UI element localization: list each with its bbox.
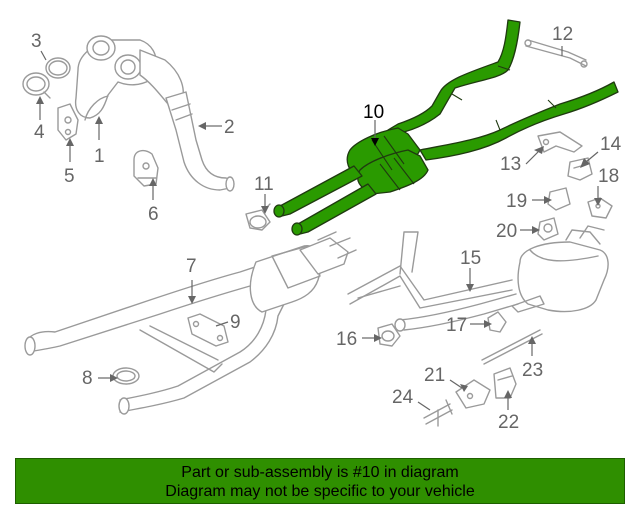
callout-leaders <box>36 46 602 411</box>
callout-1[interactable]: 1 <box>94 146 105 167</box>
info-banner: Part or sub-assembly is #10 in diagram D… <box>15 458 625 504</box>
part-clamp-4[interactable] <box>22 72 51 99</box>
part-bracket-5[interactable] <box>57 103 79 141</box>
callout-8[interactable]: 8 <box>82 368 93 389</box>
callout-15[interactable]: 15 <box>460 248 481 269</box>
part-center-pipe-10-highlighted[interactable] <box>273 19 619 236</box>
callout-17[interactable]: 17 <box>446 315 467 336</box>
banner-line-disclaimer: Diagram may not be specific to your vehi… <box>165 483 475 500</box>
part-bracket-6[interactable] <box>133 149 159 187</box>
part-gasket-3[interactable] <box>45 57 71 79</box>
part-mount-19[interactable] <box>547 187 571 211</box>
part-front-pipe-7[interactable] <box>24 231 357 415</box>
part-mount-22[interactable] <box>493 367 517 399</box>
part-rear-muffler-15[interactable] <box>347 225 609 332</box>
part-exhaust-manifold[interactable] <box>74 35 184 121</box>
part-hanger-12[interactable] <box>524 39 588 68</box>
part-bracket-9[interactable] <box>187 313 229 347</box>
callout-23[interactable]: 23 <box>522 360 543 381</box>
part-downpipe[interactable] <box>165 91 235 192</box>
part-rod-23[interactable] <box>481 329 543 365</box>
callout-6[interactable]: 6 <box>148 204 159 225</box>
part-bolt-24[interactable] <box>423 399 453 427</box>
callout-2[interactable]: 2 <box>224 117 235 138</box>
part-bracket-13[interactable] <box>537 131 583 153</box>
part-clamp-11[interactable] <box>245 203 271 231</box>
callout-20[interactable]: 20 <box>496 221 517 242</box>
exhaust-parts-diagram: 1 2 3 4 5 6 7 8 9 10 11 12 13 14 15 16 1… <box>22 19 622 433</box>
callout-24[interactable]: 24 <box>392 387 414 408</box>
callout-21[interactable]: 21 <box>424 365 445 386</box>
callout-18[interactable]: 18 <box>598 166 619 187</box>
part-mount-17[interactable] <box>487 311 507 333</box>
callout-10-highlighted[interactable]: 10 <box>363 102 384 123</box>
callout-5[interactable]: 5 <box>64 166 75 187</box>
callout-4[interactable]: 4 <box>34 122 45 143</box>
callout-3[interactable]: 3 <box>31 31 42 52</box>
part-mount-20[interactable] <box>537 217 559 241</box>
part-clamp-16[interactable] <box>377 323 401 347</box>
callout-9[interactable]: 9 <box>230 312 241 333</box>
callout-16[interactable]: 16 <box>336 329 357 350</box>
callout-12[interactable]: 12 <box>552 24 573 45</box>
callout-14[interactable]: 14 <box>600 134 622 155</box>
callout-11[interactable]: 11 <box>254 174 274 195</box>
part-gasket-8[interactable] <box>112 367 140 385</box>
callout-13[interactable]: 13 <box>500 154 521 175</box>
callout-22[interactable]: 22 <box>498 412 519 433</box>
callout-labels: 1 2 3 4 5 6 7 8 9 10 11 12 13 14 15 16 1… <box>31 24 622 433</box>
part-mount-14[interactable] <box>567 157 593 181</box>
banner-line-part-number: Part or sub-assembly is #10 in diagram <box>181 464 459 481</box>
callout-7[interactable]: 7 <box>186 256 197 277</box>
part-bracket-21[interactable] <box>455 379 491 409</box>
callout-19[interactable]: 19 <box>506 191 527 212</box>
